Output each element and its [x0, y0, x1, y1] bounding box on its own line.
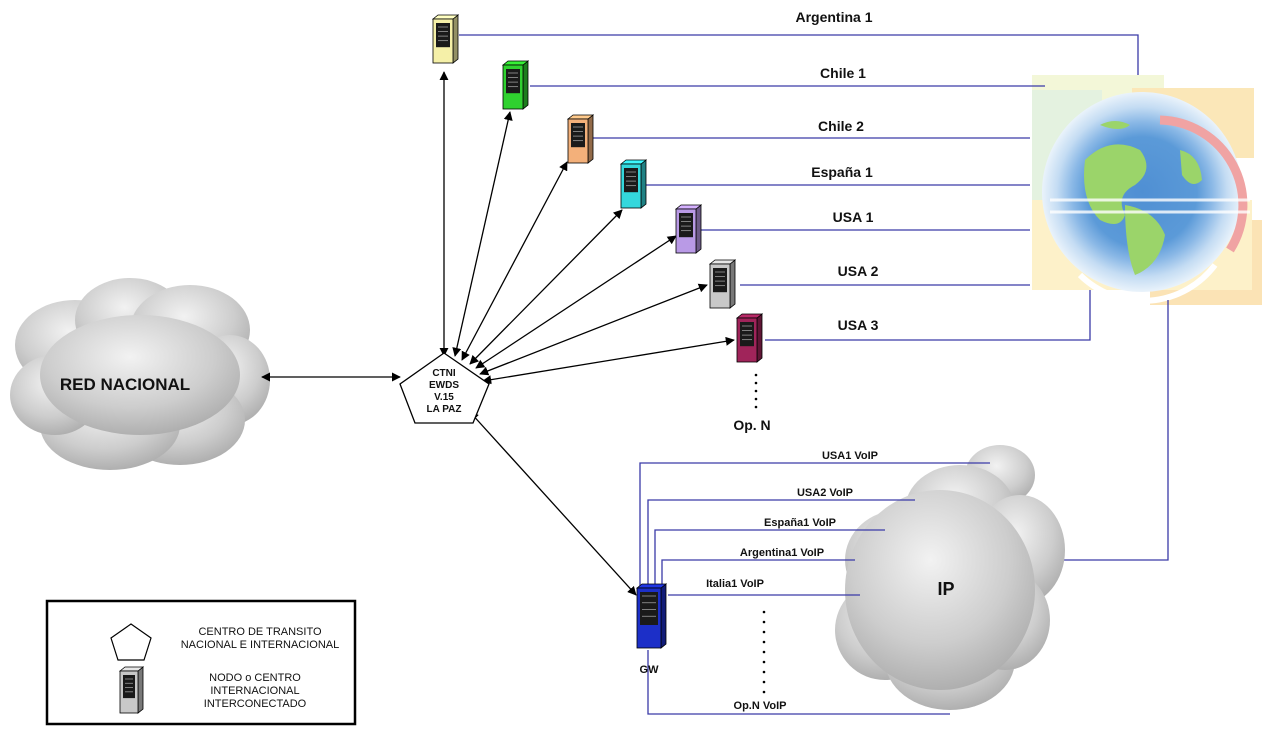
gateway-label: GW — [640, 664, 660, 676]
label-espana1: España 1 — [811, 164, 873, 180]
voip-link-usa2 — [647, 499, 915, 596]
transit-center-ctni: CTNI EWDS V.15 LA PAZ — [399, 352, 490, 424]
legend-node-line-1: NODO o CENTRO — [209, 672, 301, 684]
ip-cloud-label: IP — [937, 579, 954, 599]
voip-link-opn — [647, 650, 950, 715]
voip-link-espana1 — [654, 529, 885, 592]
more-operators-ellipsis — [754, 373, 758, 409]
voip-label-usa2: USA2 VoIP — [797, 487, 853, 499]
transit-center-line-4: LA PAZ — [427, 404, 462, 415]
server-usa3 — [735, 313, 764, 363]
international-node-servers — [431, 14, 764, 363]
link-usa3 — [765, 290, 1091, 341]
legend: CENTRO DE TRANSITO NACIONAL E INTERNACIO… — [45, 599, 357, 726]
voip-link-argentina1 — [661, 559, 855, 592]
server-usa1 — [674, 204, 703, 254]
server-chile1 — [501, 60, 530, 110]
legend-transit-line-2: NACIONAL E INTERNACIONAL — [181, 639, 340, 651]
voip-label-argentina1: Argentina1 VoIP — [740, 547, 824, 559]
international-links — [459, 34, 1169, 561]
voip-labels: USA1 VoIP USA2 VoIP España1 VoIP Argenti… — [706, 450, 878, 712]
more-operators-label: Op. N — [733, 417, 770, 433]
globe-icon — [1032, 75, 1262, 305]
legend-node-line-2: INTERNACIONAL — [210, 685, 299, 697]
label-argentina1: Argentina 1 — [795, 9, 872, 25]
voip-label-usa1: USA1 VoIP — [822, 450, 878, 462]
legend-transit-line-1: CENTRO DE TRANSITO — [198, 626, 321, 638]
gateway-server — [635, 583, 668, 649]
link-argentina1 — [459, 34, 1139, 75]
legend-server-body — [118, 666, 145, 714]
server-argentina1 — [431, 14, 460, 64]
national-network-label: RED NACIONAL — [60, 375, 190, 394]
national-network-cloud: RED NACIONAL — [10, 278, 270, 470]
voip-label-opn: Op.N VoIP — [734, 700, 787, 712]
transit-center-line-2: EWDS — [429, 380, 459, 391]
label-usa2: USA 2 — [838, 263, 879, 279]
label-usa1: USA 1 — [833, 209, 874, 225]
label-chile2: Chile 2 — [818, 118, 864, 134]
legend-pentagon-icon — [110, 623, 152, 661]
legend-node-line-3: INTERCONECTADO — [204, 698, 307, 710]
transit-node-arrows — [439, 71, 735, 596]
transit-center-line-3: V.15 — [434, 392, 454, 403]
server-chile2 — [566, 114, 595, 164]
voip-links — [639, 462, 990, 715]
voip-label-italia1: Italia1 VoIP — [706, 578, 764, 590]
voip-ellipsis — [762, 610, 766, 694]
voip-link-usa1 — [639, 462, 990, 600]
transit-center-line-1: CTNI — [432, 368, 456, 379]
label-usa3: USA 3 — [838, 317, 879, 333]
legend-server-icon — [118, 666, 145, 714]
node-labels: Argentina 1 Chile 1 Chile 2 España 1 USA… — [795, 9, 878, 333]
server-espana1 — [619, 159, 648, 209]
link-globe-ip — [1055, 300, 1169, 561]
server-usa2 — [708, 259, 737, 309]
gateway-server-body — [635, 583, 668, 649]
voip-label-espana1: España1 VoIP — [764, 517, 836, 529]
label-chile1: Chile 1 — [820, 65, 866, 81]
ip-cloud: IP — [835, 445, 1065, 710]
